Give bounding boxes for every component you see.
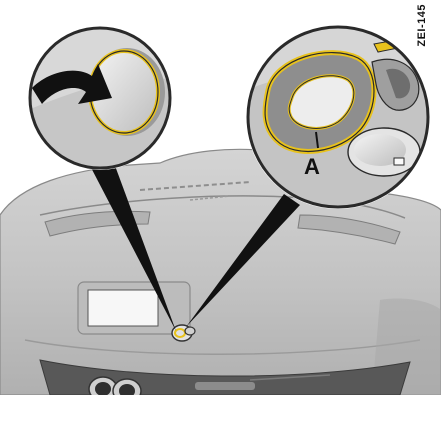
detail-circle-right bbox=[246, 25, 430, 209]
detail-circle-left bbox=[28, 26, 172, 170]
figure-code: ZEI-145 bbox=[416, 4, 428, 47]
callout-label-a: A bbox=[304, 156, 320, 178]
